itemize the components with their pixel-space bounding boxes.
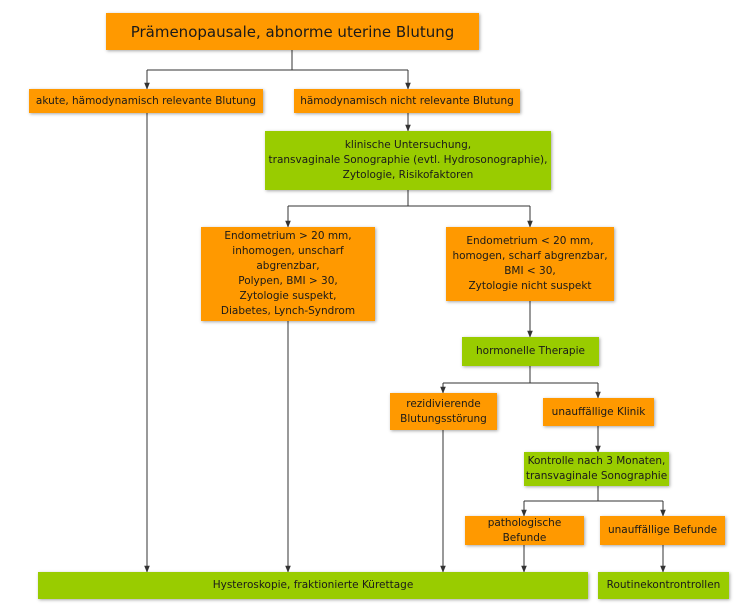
control-box: Kontrolle nach 3 Monaten, transvaginale … — [524, 452, 669, 486]
recurrent-bleeding-box: rezidivierende Blutungsstörung — [390, 393, 497, 430]
pathological-findings-box: pathologische Befunde — [465, 516, 584, 545]
title-box: Prämenopausale, abnorme uterine Blutung — [106, 13, 479, 50]
endometrium-high-box: Endometrium > 20 mm, inhomogen, unscharf… — [201, 227, 375, 321]
hysteroscopy-box: Hysteroskopie, fraktionierte Kürettage — [38, 572, 588, 599]
acute-bleeding-box: akute, hämodynamisch relevante Blutung — [29, 89, 263, 113]
routine-checkups-box: Routinekontrontrollen — [598, 572, 729, 599]
unremarkable-findings-box: unauffällige Befunde — [600, 516, 725, 545]
hormonal-therapy-box: hormonelle Therapie — [462, 337, 599, 366]
unremarkable-clinic-box: unauffällige Klinik — [543, 398, 654, 426]
non-relevant-bleeding-box: hämodynamisch nicht relevante Blutung — [294, 89, 520, 113]
clinical-exam-box: klinische Untersuchung, transvaginale So… — [265, 131, 551, 190]
endometrium-low-box: Endometrium < 20 mm, homogen, scharf abg… — [446, 227, 614, 301]
